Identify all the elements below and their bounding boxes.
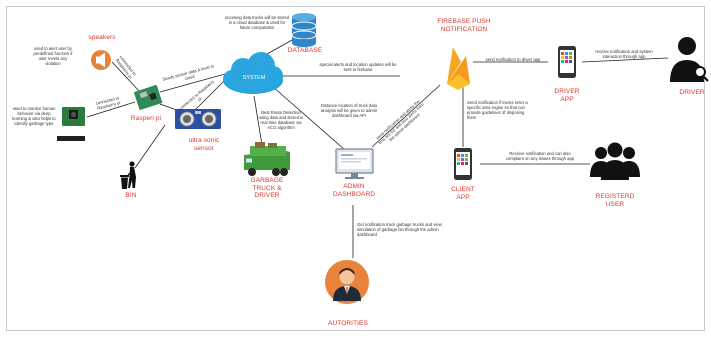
driver-person-icon [670,37,709,82]
database-label: DATABASE [287,47,323,54]
camera-note: used to monitor human behavior via deep … [12,106,56,126]
system-cloud-icon [223,52,283,94]
driver-label: DRIVER [679,89,705,96]
speakers-label: speakers [88,34,116,41]
registered-user-label: REGISTERD USER [595,193,635,208]
edge-sensor-bin [134,124,166,169]
edge-system-truck [253,95,263,146]
raspberry-pi-label: Rasperi pi [130,115,162,122]
camera-cable-icon [57,136,85,141]
diagram-frame [6,6,705,331]
database-icon [291,13,317,47]
edge-camera-pi [86,101,136,118]
database-note: incoming data trucks will be stored in a… [224,15,289,30]
authorities-label: AUTORITIES [328,320,368,327]
firebase-label: FIREBASE PUSH NOTIFICATION [437,18,491,33]
client-user-note: Receive notification and can also compla… [505,151,575,161]
system-label: SYSTEM [242,75,266,81]
driver-app-phone-icon [558,46,576,78]
bin-label: BIN [125,192,137,199]
authorities-avatar-icon [325,260,369,304]
edge-admin-firebase [371,84,441,148]
truck-note: Best Route Detection using data and stor… [258,110,304,130]
garbage-truck-icon [244,142,290,176]
client-app-label: CLIENT APP [451,186,475,201]
bin-icon [120,161,136,189]
garbage-truck-label: GARBAGE TRUCK & DRIVER [250,177,284,199]
system-firebase-note: special alerts and location updates will… [319,62,397,72]
firebase-client-note: Send notification if trucks enter a spec… [467,100,528,120]
speakers-note: used to alert user by predefined functio… [33,46,73,66]
edge-driverapp-driver [581,57,669,63]
camera-module-icon [62,107,85,126]
ultrasonic-sensor-icon [175,109,221,129]
raspberry-pi-icon [134,84,163,110]
edge-speaker-pi [111,61,141,93]
admin-authorities-note: Get notification track garbage trucks an… [357,222,442,237]
admin-monitor-icon [335,148,374,179]
client-app-phone-icon [454,148,472,180]
driver-app-label: DRIVER APP [554,88,580,103]
driver-receive-note: receive notification and system interact… [595,49,653,59]
admin-dashboard-label: ADMIN DASHBOARD [332,183,376,198]
admin-note: Distance location of truck data analysis… [320,103,378,118]
registered-users-icon [590,142,640,180]
ultrasonic-sensor-label: ultra sonic sensor [188,137,220,152]
firebase-icon [447,47,470,90]
edge-system-admin [271,85,346,151]
speaker-icon [91,50,111,70]
firebase-driver-note: send notification to driver app [485,57,541,62]
edge-pi-system [159,73,226,93]
